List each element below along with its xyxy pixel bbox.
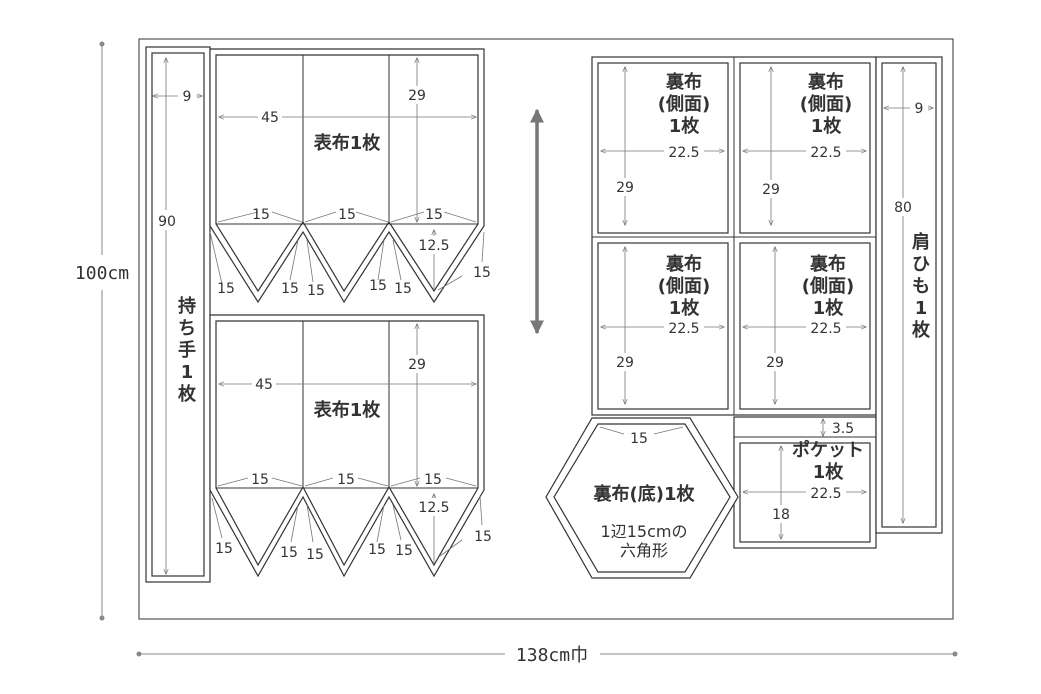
lining-2-height: 29	[762, 182, 780, 198]
fabric-height-dimension: 100cm	[75, 41, 129, 621]
handle-length: 90	[158, 214, 176, 230]
lining-4-label-2: (側面)	[802, 275, 854, 297]
lining-side-panel-1: 裏布 (側面) 1枚 22.5 29	[597, 62, 729, 234]
outer-top-side-e: 15	[394, 281, 412, 297]
strap-label-1: 肩	[912, 231, 930, 253]
lining-3-label-2: (側面)	[658, 275, 710, 297]
lining-3-label-1: 裏布	[665, 253, 702, 275]
outer-top-side-f: 15	[473, 265, 491, 281]
strap-label-4: 1	[915, 298, 928, 319]
bottom-side: 15	[630, 431, 648, 447]
outer-top-width: 45	[261, 110, 279, 126]
fabric-width-dimension: 138cm巾	[136, 645, 958, 666]
outer-bottom-seg1: 15	[251, 472, 269, 488]
outer-bottom-side-b: 15	[280, 545, 298, 561]
outer-top-seg3: 15	[425, 207, 443, 223]
handle-width: 9	[183, 89, 192, 105]
strap-width: 9	[915, 101, 924, 117]
lining-side-panel-3: 裏布 (側面) 1枚 22.5 29	[597, 242, 729, 410]
handle-piece: 9 90 持 ち 手 1 枚	[145, 46, 211, 583]
outer-bottom-side-a: 15	[215, 541, 233, 557]
lining-1-height: 29	[616, 180, 634, 196]
pocket-height: 18	[772, 507, 790, 523]
outer-top-side-d: 15	[369, 278, 387, 294]
outer-bottom-height: 29	[408, 357, 426, 373]
handle-label-3: 手	[178, 339, 196, 361]
lining-2-label-2: (側面)	[800, 93, 852, 115]
lining-side-panel-4: 裏布 (側面) 1枚 22.5 29	[739, 242, 871, 410]
pocket-width: 22.5	[810, 486, 841, 502]
fabric-width-label: 138cm巾	[516, 645, 588, 666]
lining-4-label-1: 裏布	[809, 253, 846, 275]
bottom-label: 裏布(底)1枚	[593, 483, 696, 505]
lining-1-label-1: 裏布	[665, 71, 702, 93]
outer-bottom-seg3: 15	[424, 472, 442, 488]
strap-length: 80	[894, 200, 912, 216]
bottom-hexagon-piece: 15 裏布(底)1枚 1辺15cmの 六角形	[545, 417, 739, 579]
lining-2-label-3: 1枚	[811, 115, 843, 137]
outer-top-point: 12.5	[418, 238, 449, 254]
lining-3-height: 29	[616, 355, 634, 371]
outer-fabric-top: 45 29 表布1枚 15 15 15 12.5 15 15 15 15 15 …	[209, 48, 491, 304]
lining-1-width: 22.5	[668, 145, 699, 161]
lining-2-label-1: 裏布	[807, 71, 844, 93]
lining-1-label-3: 1枚	[669, 115, 701, 137]
outer-bottom-side-c: 15	[306, 547, 324, 563]
outer-fabric-bottom: 45 29 表布1枚 15 15 15 12.5 15 15 15 15 15 …	[209, 314, 492, 578]
outer-top-side-a: 15	[217, 281, 235, 297]
fabric-height-label: 100cm	[75, 263, 129, 284]
outer-bottom-side-d: 15	[368, 542, 386, 558]
strap-label-3: も	[912, 276, 930, 297]
bottom-note-1: 1辺15cmの	[601, 522, 688, 541]
bottom-note-2: 六角形	[620, 541, 668, 560]
outer-bottom-point: 12.5	[418, 500, 449, 516]
lining-1-label-2: (側面)	[658, 93, 710, 115]
strap-label-5: 枚	[912, 319, 931, 341]
outer-bottom-side-f: 15	[474, 529, 492, 545]
outer-top-seg1: 15	[252, 207, 270, 223]
pocket-label-1: ポケット	[792, 439, 864, 461]
lining-4-label-3: 1枚	[813, 297, 845, 319]
handle-label-1: 持	[178, 295, 196, 317]
fabric-boundary	[138, 38, 954, 620]
lining-4-width: 22.5	[810, 321, 841, 337]
outer-top-seg2: 15	[338, 207, 356, 223]
handle-label-5: 枚	[178, 383, 197, 405]
outer-top-side-b: 15	[281, 281, 299, 297]
strap-label-2: ひ	[912, 254, 930, 275]
lining-4-height: 29	[766, 355, 784, 371]
pocket-gap: 3.5	[832, 421, 854, 437]
lining-side-panel-2: 裏布 (側面) 1枚 22.5 29	[739, 62, 871, 234]
lining-3-label-3: 1枚	[669, 297, 701, 319]
outer-top-side-c: 15	[307, 283, 325, 299]
shoulder-strap-piece: 9 80 肩 ひ も 1 枚	[875, 56, 943, 534]
pocket-piece: 3.5 ポケット 1枚 22.5 18	[733, 416, 877, 549]
outer-top-label: 表布1枚	[314, 132, 382, 154]
pocket-label-2: 1枚	[813, 461, 845, 483]
lining-side-panels: 裏布 (側面) 1枚 22.5 29 裏布 (側面) 1枚 22.5 29	[591, 56, 877, 416]
handle-label-4: 1	[181, 362, 194, 383]
outer-bottom-label: 表布1枚	[314, 399, 382, 421]
outer-bottom-seg2: 15	[337, 472, 355, 488]
lining-3-width: 22.5	[668, 321, 699, 337]
handle-label-2: ち	[178, 318, 196, 339]
outer-bottom-width: 45	[255, 377, 273, 393]
outer-top-height: 29	[408, 88, 426, 104]
lining-2-width: 22.5	[810, 145, 841, 161]
outer-bottom-side-e: 15	[395, 543, 413, 559]
